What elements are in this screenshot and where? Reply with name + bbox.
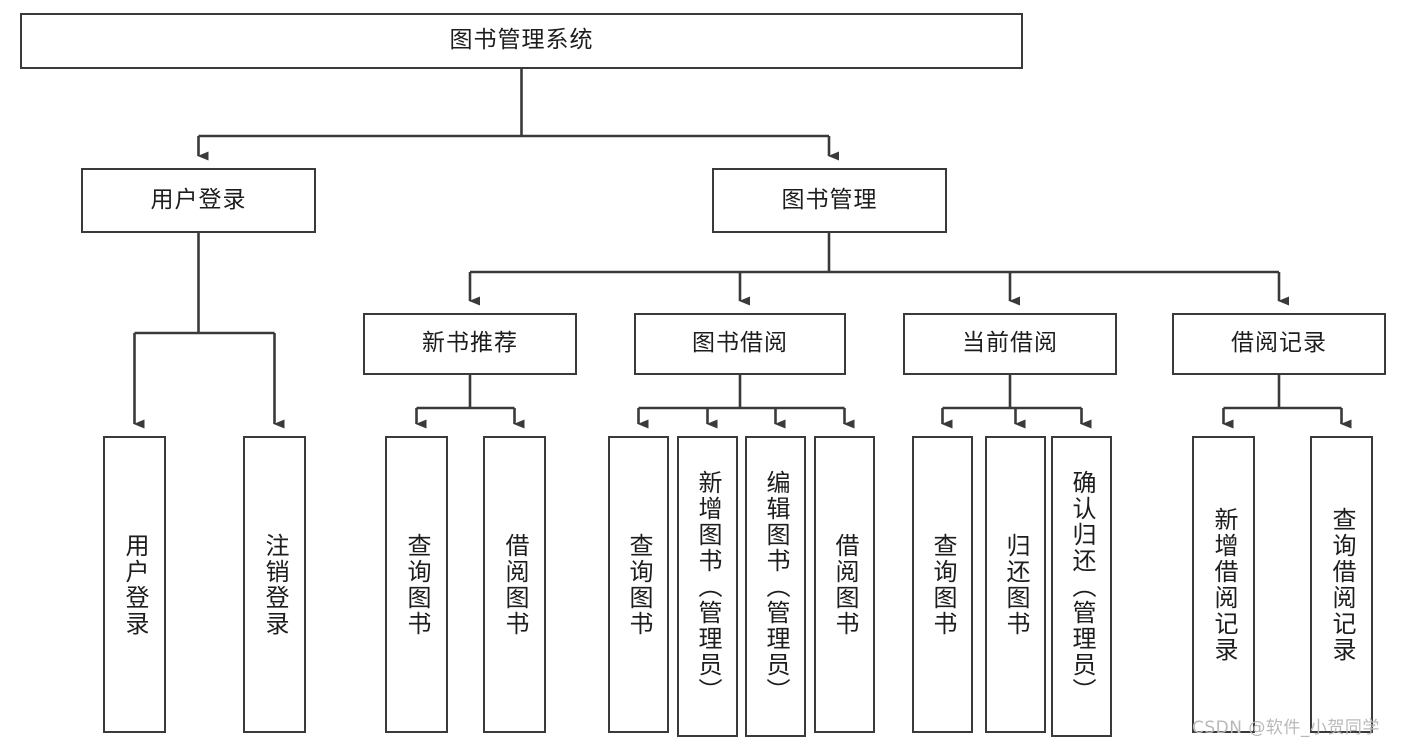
node-label: 注销登录	[260, 532, 289, 637]
node-label: 编辑图书（管理员）	[761, 469, 790, 704]
node-label: 确认归还（管理员）	[1067, 469, 1096, 704]
node-label: 图书借阅	[692, 330, 788, 357]
node-user-login[interactable]: 用户登录	[81, 168, 316, 233]
leaf-borrow-edit-book-admin[interactable]: 编辑图书（管理员）	[745, 436, 806, 737]
node-label: 借阅记录	[1231, 330, 1327, 357]
node-label: 用户登录	[150, 186, 247, 213]
node-label: 当前借阅	[962, 330, 1058, 357]
node-new-book-recommend[interactable]: 新书推荐	[363, 313, 577, 375]
leaf-current-confirm-return-admin[interactable]: 确认归还（管理员）	[1051, 436, 1112, 737]
leaf-current-query-book[interactable]: 查询图书	[912, 436, 973, 733]
node-label: 借阅图书	[830, 532, 859, 637]
leaf-logout-login[interactable]: 注销登录	[243, 436, 306, 733]
node-label: 新书推荐	[422, 330, 518, 357]
node-root[interactable]: 图书管理系统	[20, 13, 1023, 69]
node-book-management[interactable]: 图书管理	[712, 168, 947, 233]
node-label: 借阅图书	[500, 532, 529, 637]
node-label: 查询图书	[928, 532, 957, 637]
leaf-borrow-query-book[interactable]: 查询图书	[608, 436, 669, 733]
node-label: 图书管理系统	[449, 27, 594, 54]
csdn-watermark: CSDN @软件_小贺同学	[1192, 718, 1380, 738]
node-label: 用户登录	[120, 532, 149, 637]
leaf-records-add-record[interactable]: 新增借阅记录	[1192, 436, 1255, 733]
leaf-newbook-borrow-book[interactable]: 借阅图书	[483, 436, 546, 733]
leaf-borrow-borrow-book[interactable]: 借阅图书	[814, 436, 875, 733]
node-label: 图书管理	[781, 186, 878, 213]
leaf-records-query-record[interactable]: 查询借阅记录	[1310, 436, 1373, 733]
node-label: 查询图书	[402, 532, 431, 637]
node-label: 新增借阅记录	[1209, 506, 1238, 663]
node-label: 查询借阅记录	[1327, 506, 1356, 663]
leaf-user-login[interactable]: 用户登录	[103, 436, 166, 733]
leaf-current-return-book[interactable]: 归还图书	[985, 436, 1046, 733]
node-book-borrow[interactable]: 图书借阅	[634, 313, 846, 375]
node-current-borrow[interactable]: 当前借阅	[903, 313, 1117, 375]
node-borrow-records[interactable]: 借阅记录	[1172, 313, 1386, 375]
node-label: 查询图书	[624, 532, 653, 637]
leaf-borrow-add-book-admin[interactable]: 新增图书（管理员）	[677, 436, 738, 737]
leaf-newbook-query-book[interactable]: 查询图书	[385, 436, 448, 733]
node-label: 归还图书	[1001, 532, 1030, 637]
node-label: 新增图书（管理员）	[693, 469, 722, 704]
